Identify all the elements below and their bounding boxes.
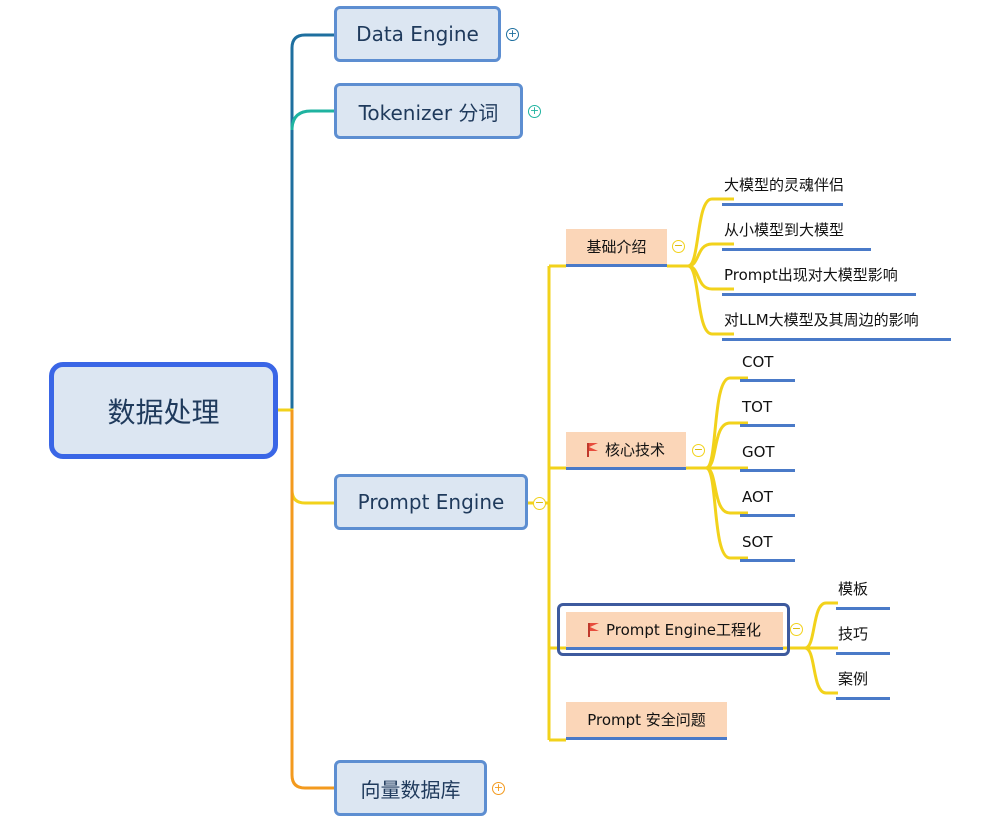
collapse-icon[interactable]: − <box>692 443 705 457</box>
root-topic[interactable]: 数据处理 <box>49 362 278 459</box>
root-topic-label: 数据处理 <box>107 395 220 429</box>
topic-prompt-security[interactable]: Prompt 安全问题 <box>566 702 727 740</box>
topic-prompt-security-label: Prompt 安全问题 <box>587 711 706 729</box>
topic-data-engine-label: Data Engine <box>356 22 479 46</box>
topic-core-tech-label: 核心技术 <box>604 441 665 459</box>
leaf-item[interactable]: 从小模型到大模型 <box>722 219 871 251</box>
leaf-item[interactable]: SOT <box>740 533 795 562</box>
selection-frame <box>557 603 790 656</box>
collapse-icon[interactable]: − <box>790 622 803 636</box>
flag-icon <box>588 622 600 637</box>
topic-prompt-engineering[interactable]: Prompt Engine工程化 <box>566 612 783 650</box>
expand-icon[interactable]: + <box>492 781 505 795</box>
leaf-item[interactable]: Prompt出现对大模型影响 <box>722 264 916 296</box>
expand-icon[interactable]: + <box>528 104 541 118</box>
flag-icon <box>586 442 599 457</box>
topic-basic-intro-label: 基础介绍 <box>586 238 647 256</box>
topic-basic-intro[interactable]: 基础介绍 <box>566 229 667 267</box>
expand-icon[interactable]: + <box>506 27 519 41</box>
topic-tokenizer-label: Tokenizer 分词 <box>358 100 499 125</box>
leaf-item[interactable]: GOT <box>740 443 795 472</box>
leaf-item[interactable]: 案例 <box>836 668 890 700</box>
topic-data-engine[interactable]: Data Engine <box>334 6 501 62</box>
topic-prompt-engineering-label: Prompt Engine工程化 <box>606 621 761 639</box>
leaf-item[interactable]: AOT <box>740 488 795 517</box>
leaf-item[interactable]: TOT <box>740 398 795 427</box>
collapse-icon[interactable]: − <box>533 496 546 510</box>
topic-vector-db-label: 向量数据库 <box>360 777 461 802</box>
leaf-item[interactable]: COT <box>740 353 795 382</box>
topic-vector-db[interactable]: 向量数据库 <box>334 760 487 816</box>
topic-prompt-engine[interactable]: Prompt Engine <box>334 474 528 530</box>
topic-core-tech[interactable]: 核心技术 <box>566 432 686 470</box>
topic-prompt-engine-label: Prompt Engine <box>357 490 505 514</box>
collapse-icon[interactable]: − <box>672 239 685 253</box>
leaf-item[interactable]: 技巧 <box>836 623 890 655</box>
topic-tokenizer[interactable]: Tokenizer 分词 <box>334 83 523 139</box>
leaf-item[interactable]: 大模型的灵魂伴侣 <box>722 174 844 206</box>
leaf-item[interactable]: 模板 <box>836 578 890 610</box>
leaf-item[interactable]: 对LLM大模型及其周边的影响 <box>722 309 951 341</box>
